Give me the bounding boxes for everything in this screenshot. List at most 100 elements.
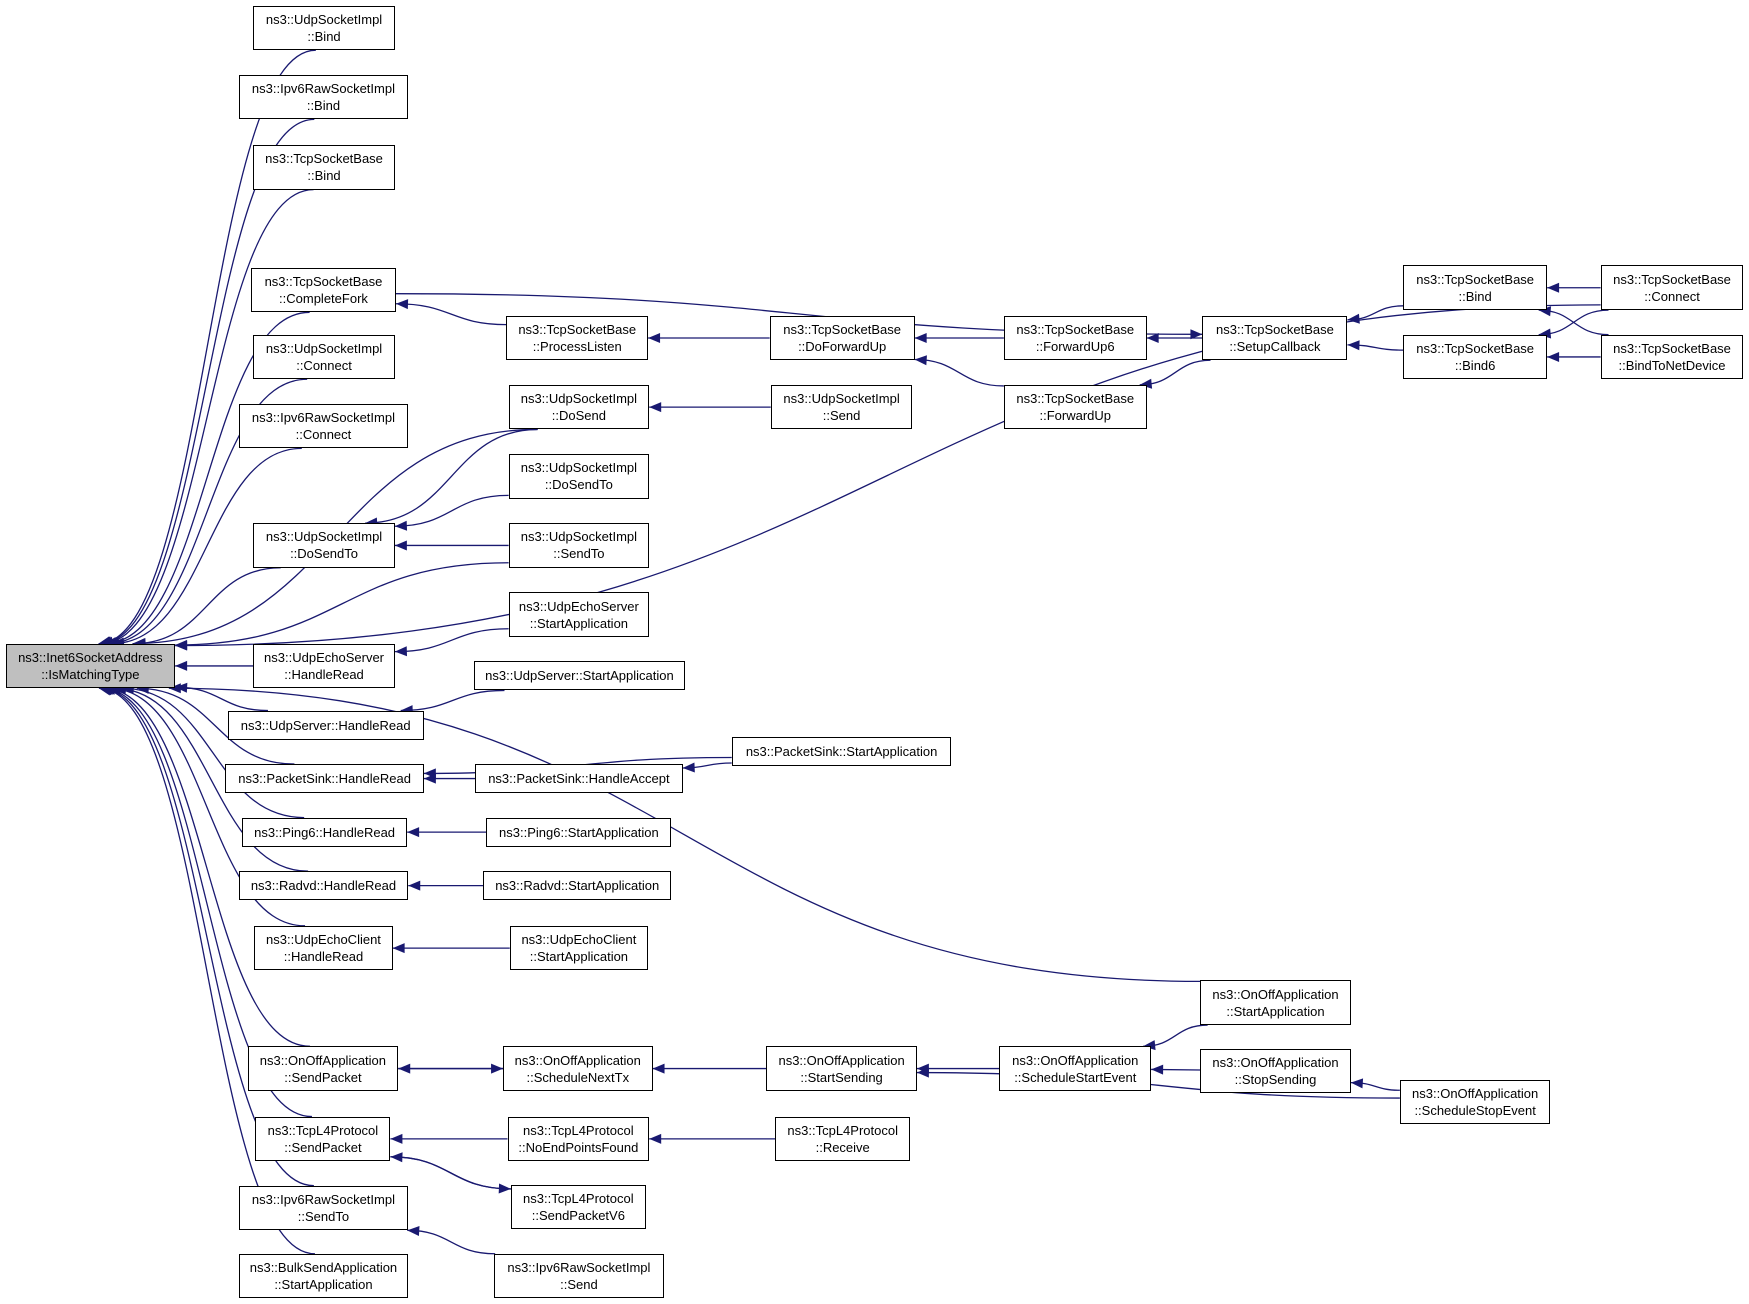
node-m8[interactable]: ns3::Ping6::StartApplication — [486, 817, 672, 847]
node-label: ns3::TcpL4Protocol — [787, 1122, 898, 1138]
node-label: ns3::TcpL4Protocol — [523, 1190, 634, 1206]
node-p2[interactable]: ns3::UdpSocketImpl::Send — [770, 384, 913, 430]
arrowhead — [408, 880, 421, 891]
node-n15[interactable]: ns3::TcpL4Protocol::SendPacket — [255, 1116, 391, 1162]
edge-root-n4 — [104, 311, 310, 645]
node-label: ns3::PacketSink::HandleAccept — [488, 771, 670, 787]
arrowhead — [394, 540, 407, 551]
node-m11[interactable]: ns3::OnOffApplication::ScheduleNextTx — [503, 1046, 653, 1091]
arrowhead — [395, 299, 409, 310]
node-n7[interactable]: ns3::UdpSocketImpl::DoSendTo — [253, 523, 395, 568]
node-m6[interactable]: ns3::UdpServer::StartApplication — [474, 661, 685, 691]
node-n16[interactable]: ns3::Ipv6RawSocketImpl::SendTo — [238, 1185, 409, 1231]
node-label: ns3::UdpSocketImpl — [520, 529, 638, 545]
node-label: ::SendTo — [297, 1209, 350, 1224]
node-label: ns3::Inet6SocketAddress — [18, 649, 163, 665]
node-n12[interactable]: ns3::Radvd::HandleRead — [238, 871, 409, 901]
node-label: ns3::BulkSendApplication — [249, 1260, 398, 1276]
node-p1[interactable]: ns3::TcpSocketBase::DoForwardUp — [769, 315, 915, 361]
node-n1[interactable]: ns3::UdpSocketImpl::Bind — [253, 5, 395, 51]
node-t1[interactable]: ns3::TcpSocketBase::Connect — [1600, 265, 1744, 311]
node-r3[interactable]: ns3::OnOffApplication::StopSending — [1200, 1048, 1351, 1094]
node-m9[interactable]: ns3::Radvd::StartApplication — [482, 871, 672, 901]
arrowhead — [491, 1063, 504, 1074]
node-label: ns3::OnOffApplication — [514, 1052, 641, 1068]
node-label: ::Connect — [295, 427, 352, 443]
node-label: ns3::Ipv6RawSocketImpl — [251, 81, 395, 97]
node-label: ns3::UdpServer::StartApplication — [485, 668, 674, 684]
node-n5[interactable]: ns3::UdpSocketImpl::Connect — [253, 334, 395, 380]
node-p5[interactable]: ns3::TcpL4Protocol::Receive — [775, 1116, 911, 1162]
node-p4[interactable]: ns3::OnOffApplication::StartSending — [766, 1046, 917, 1091]
node-label: ::StartSending — [800, 1069, 883, 1085]
edge-root-n12 — [114, 687, 309, 872]
arrowhead — [1538, 306, 1552, 317]
node-label: ::Bind — [1458, 288, 1492, 304]
node-m7[interactable]: ns3::PacketSink::HandleAccept — [475, 764, 683, 794]
node-r1[interactable]: ns3::TcpSocketBase::SetupCallback — [1202, 315, 1348, 361]
node-n8[interactable]: ns3::UdpEchoServer::HandleRead — [253, 643, 395, 689]
arrowhead — [1547, 351, 1560, 362]
node-label: ns3::OnOffApplication — [259, 1052, 387, 1068]
arrowhead — [652, 1063, 665, 1074]
node-m5[interactable]: ns3::UdpEchoServer::StartApplication — [508, 592, 650, 637]
arrowhead — [1143, 1040, 1156, 1051]
node-label: ::Send — [822, 408, 861, 424]
node-label: ns3::TcpSocketBase — [1016, 321, 1135, 337]
node-m14[interactable]: ns3::Ipv6RawSocketImpl::Send — [494, 1253, 664, 1299]
node-m2[interactable]: ns3::UdpSocketImpl::DoSend — [508, 384, 650, 430]
node-label: ns3::PacketSink::StartApplication — [745, 744, 938, 760]
arrowhead — [914, 355, 927, 366]
node-label: ns3::OnOffApplication — [1212, 986, 1339, 1002]
edge-root-n5 — [107, 378, 308, 645]
node-n9[interactable]: ns3::UdpServer::HandleRead — [227, 710, 424, 740]
edge-root-n3 — [100, 188, 314, 645]
node-q3[interactable]: ns3::OnOffApplication::ScheduleStartEven… — [999, 1046, 1152, 1091]
node-label: ns3::Radvd::HandleRead — [250, 878, 397, 894]
node-m10[interactable]: ns3::UdpEchoClient::StartApplication — [509, 925, 649, 971]
node-label: ns3::TcpSocketBase — [1416, 271, 1535, 287]
edge-root-n13 — [108, 687, 306, 927]
arrowhead — [1347, 313, 1360, 324]
edge-root-n10 — [136, 687, 295, 765]
node-label: ::SendTo — [553, 546, 605, 562]
node-n11[interactable]: ns3::Ping6::HandleRead — [242, 817, 408, 847]
node-n17[interactable]: ns3::BulkSendApplication::StartApplicati… — [238, 1253, 409, 1299]
node-m1[interactable]: ns3::TcpSocketBase::ProcessListen — [506, 315, 649, 361]
arrowhead — [648, 332, 661, 343]
node-r2[interactable]: ns3::OnOffApplication::StartApplication — [1200, 980, 1351, 1026]
edge-root-m4 — [175, 562, 509, 646]
node-label: ns3::UdpSocketImpl — [520, 391, 638, 407]
node-s3[interactable]: ns3::OnOffApplication::ScheduleStopEvent — [1399, 1079, 1551, 1125]
arrowhead — [1151, 1064, 1164, 1075]
node-s1[interactable]: ns3::TcpSocketBase::Bind — [1403, 265, 1548, 311]
node-n10[interactable]: ns3::PacketSink::HandleRead — [225, 764, 424, 794]
node-label: ::HandleRead — [284, 666, 364, 682]
arrowhead — [1190, 329, 1203, 340]
node-m4[interactable]: ns3::UdpSocketImpl::SendTo — [508, 523, 650, 568]
node-label: ::DoSendTo — [290, 546, 358, 562]
node-q2[interactable]: ns3::TcpSocketBase::ForwardUp — [1003, 384, 1147, 430]
node-n6[interactable]: ns3::Ipv6RawSocketImpl::Connect — [238, 403, 409, 449]
node-label: ns3::UdpSocketImpl — [265, 11, 383, 27]
node-s2[interactable]: ns3::TcpSocketBase::Bind6 — [1403, 334, 1548, 380]
node-q1[interactable]: ns3::TcpSocketBase::ForwardUp6 — [1003, 315, 1147, 361]
node-root[interactable]: ns3::Inet6SocketAddress::IsMatchingType — [5, 643, 176, 689]
edge-n7-m3 — [394, 494, 509, 527]
node-m13[interactable]: ns3::TcpL4Protocol::SendPacketV6 — [510, 1184, 646, 1230]
node-n3[interactable]: ns3::TcpSocketBase::Bind — [253, 145, 395, 190]
node-label: ns3::UdpSocketImpl — [265, 340, 383, 356]
node-n14[interactable]: ns3::OnOffApplication::SendPacket — [247, 1046, 399, 1091]
node-t2[interactable]: ns3::TcpSocketBase::BindToNetDevice — [1600, 334, 1744, 380]
node-p3[interactable]: ns3::PacketSink::StartApplication — [731, 737, 952, 767]
node-n4[interactable]: ns3::TcpSocketBase::CompleteFork — [250, 267, 396, 313]
arrowhead — [1146, 332, 1159, 343]
node-m3[interactable]: ns3::UdpSocketImpl::DoSendTo — [508, 453, 650, 499]
edge-p1-q2 — [914, 358, 1004, 387]
node-label: ::Bind6 — [1454, 357, 1496, 373]
node-m12[interactable]: ns3::TcpL4Protocol::NoEndPointsFound — [507, 1116, 650, 1162]
node-n2[interactable]: ns3::Ipv6RawSocketImpl::Bind — [238, 74, 409, 120]
node-n13[interactable]: ns3::UdpEchoClient::HandleRead — [254, 925, 393, 971]
edge-root-n6 — [112, 447, 302, 645]
arrowhead — [916, 1067, 929, 1078]
